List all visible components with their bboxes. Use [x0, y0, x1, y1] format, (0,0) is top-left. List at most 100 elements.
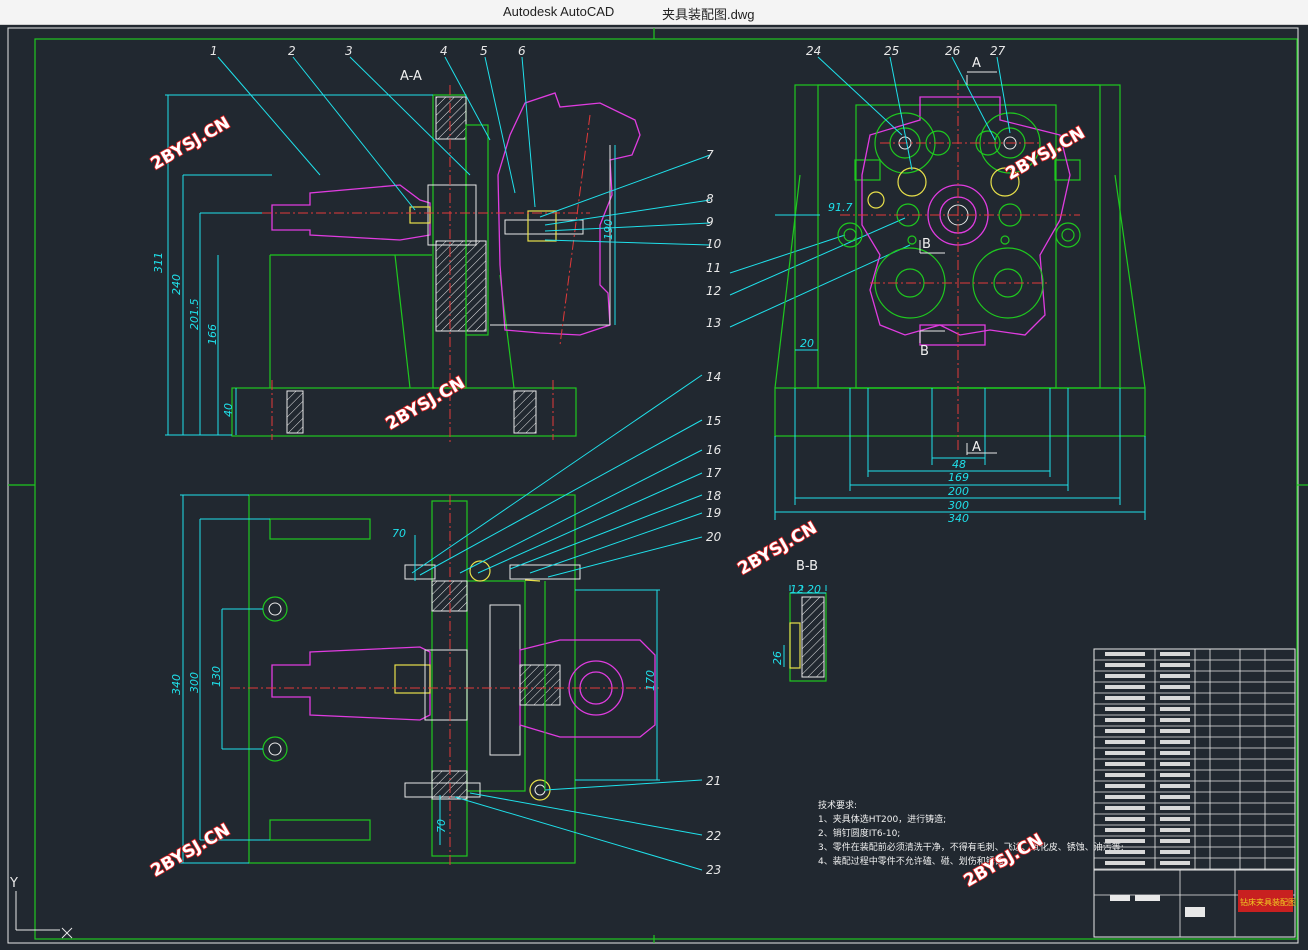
document-name: 夹具装配图.dwg — [662, 7, 755, 22]
sheet-frame — [7, 27, 1308, 944]
parts-list-cell-mark — [1160, 850, 1190, 854]
parts-list-cell-mark — [1105, 729, 1145, 733]
section-view-aa[interactable] — [165, 85, 641, 445]
section-mark-a-top: A — [972, 56, 981, 71]
part-number-26: 26 — [945, 44, 961, 58]
part-number-21: 21 — [706, 774, 721, 788]
parts-list-cell-mark — [1160, 685, 1190, 689]
parts-list-cell-mark — [1160, 696, 1190, 700]
parts-list-cell-mark — [1105, 663, 1145, 667]
dim-166: 166 — [206, 324, 219, 345]
part-number-1: 1 — [210, 44, 218, 58]
parts-list-cell-mark — [1105, 784, 1145, 788]
parts-list-cell-mark — [1105, 817, 1145, 821]
section-view-bb[interactable] — [783, 585, 827, 682]
parts-list-cell-mark — [1105, 652, 1145, 656]
dim-70-top: 70 — [392, 527, 406, 540]
part-number-19: 19 — [706, 506, 721, 520]
dim-300-height: 300 — [188, 672, 201, 693]
parts-list-cell-mark — [1105, 696, 1145, 700]
parts-list-cell-mark — [1160, 795, 1190, 799]
section-mark-b-top: B — [922, 237, 931, 252]
dim-40: 40 — [222, 403, 235, 417]
parts-list-cell-mark — [1160, 707, 1190, 711]
parts-list-cell-mark — [1105, 762, 1145, 766]
part-number-9: 9 — [706, 215, 714, 229]
parts-list-cell-mark — [1160, 806, 1190, 810]
parts-list-cell-mark — [1105, 861, 1145, 865]
svg-text:2BYSJ.CN: 2BYSJ.CN — [148, 113, 234, 174]
front-view[interactable] — [774, 71, 1146, 520]
part-number-15: 15 — [706, 414, 721, 428]
section-mark-b-bottom: B — [920, 344, 929, 359]
part-number-20: 20 — [706, 530, 722, 544]
parts-list-cell-mark — [1105, 850, 1145, 854]
parts-list-cell-mark — [1105, 685, 1145, 689]
parts-list-title-block: 钻床夹具装配图 — [1093, 648, 1296, 938]
dim-91-7: 91.7 — [828, 201, 853, 214]
part-number-23: 23 — [706, 863, 721, 877]
part-number-2: 2 — [288, 44, 296, 58]
part-number-7: 7 — [706, 148, 714, 162]
parts-list-cell-mark — [1160, 861, 1190, 865]
part-number-10: 10 — [706, 237, 722, 251]
dim-20: 20 — [800, 337, 814, 350]
part-number-6: 6 — [518, 44, 526, 58]
dim-26: 26 — [771, 651, 784, 665]
window-title-bar: Autodesk AutoCAD 夹具装配图.dwg — [0, 0, 1308, 25]
parts-list-cell-mark — [1105, 718, 1145, 722]
parts-list-cell-mark — [1160, 828, 1190, 832]
dim-12: 12 — [790, 583, 804, 596]
parts-list-cell-mark — [1160, 663, 1190, 667]
dim-20-bb: 20 — [807, 583, 821, 596]
parts-list-cell-mark — [1105, 773, 1145, 777]
parts-list-cell-mark — [1105, 806, 1145, 810]
parts-list-cell-mark — [1160, 784, 1190, 788]
dim-200: 200 — [948, 485, 969, 498]
dim-311: 311 — [152, 252, 165, 273]
notes-title: 技术要求: — [818, 799, 857, 811]
note-line-4: 4、装配过程中零件不允许磕、碰、划伤和锈蚀。 — [818, 855, 1013, 867]
ucs-icon: Y — [9, 876, 73, 939]
app-name: Autodesk AutoCAD — [503, 4, 615, 19]
parts-list-cell-mark — [1160, 839, 1190, 843]
part-number-18: 18 — [706, 489, 722, 503]
leader-lines-bottom — [411, 374, 703, 871]
leader-lines-top — [217, 56, 911, 328]
parts-list-cell-mark — [1160, 729, 1190, 733]
top-view[interactable] — [180, 494, 660, 865]
titleblock-drawing-name: 钻床夹具装配图 — [1240, 897, 1296, 907]
dim-340-height: 340 — [170, 674, 183, 695]
part-number-5: 5 — [480, 44, 488, 58]
dim-300: 300 — [948, 499, 969, 512]
note-line-3: 3、零件在装配前必须清洗干净，不得有毛刺、飞边、氧化皮、锈蚀、油污等; — [818, 841, 1124, 853]
dim-190: 190 — [602, 219, 615, 240]
part-number-14: 14 — [706, 370, 721, 384]
dim-70-bottom: 70 — [435, 819, 448, 833]
parts-list-cell-mark — [1160, 740, 1190, 744]
part-number-22: 22 — [706, 829, 721, 843]
drawing-canvas[interactable]: A-A 311 240 201.5 166 40 190 1 2 3 4 5 6… — [0, 25, 1308, 950]
section-label-bb: B-B — [796, 559, 818, 574]
leader-lines-front — [817, 56, 1011, 171]
dim-240: 240 — [170, 274, 183, 295]
note-line-1: 1、夹具体选HT200，进行铸造; — [818, 813, 946, 825]
note-line-2: 2、销钉圆度IT6-10; — [818, 827, 900, 839]
dim-201-5: 201.5 — [188, 299, 201, 331]
technical-notes: 技术要求: 1、夹具体选HT200，进行铸造; 2、销钉圆度IT6-10; 3、… — [818, 799, 1124, 867]
dim-170: 170 — [644, 670, 657, 691]
parts-list-cell-mark — [1105, 839, 1145, 843]
part-number-24: 24 — [806, 44, 821, 58]
part-number-8: 8 — [706, 192, 714, 206]
part-number-4: 4 — [440, 44, 448, 58]
parts-list-cell-mark — [1105, 828, 1145, 832]
ucs-y-label: Y — [9, 876, 18, 891]
dim-340-width: 340 — [948, 512, 969, 525]
part-number-25: 25 — [884, 44, 899, 58]
parts-list-cell-mark — [1160, 817, 1190, 821]
part-number-3: 3 — [345, 44, 353, 58]
svg-text:2BYSJ.CN: 2BYSJ.CN — [148, 820, 234, 881]
svg-text:2BYSJ.CN: 2BYSJ.CN — [1003, 123, 1089, 184]
parts-list-cell-mark — [1105, 751, 1145, 755]
parts-list-cell-mark — [1105, 795, 1145, 799]
